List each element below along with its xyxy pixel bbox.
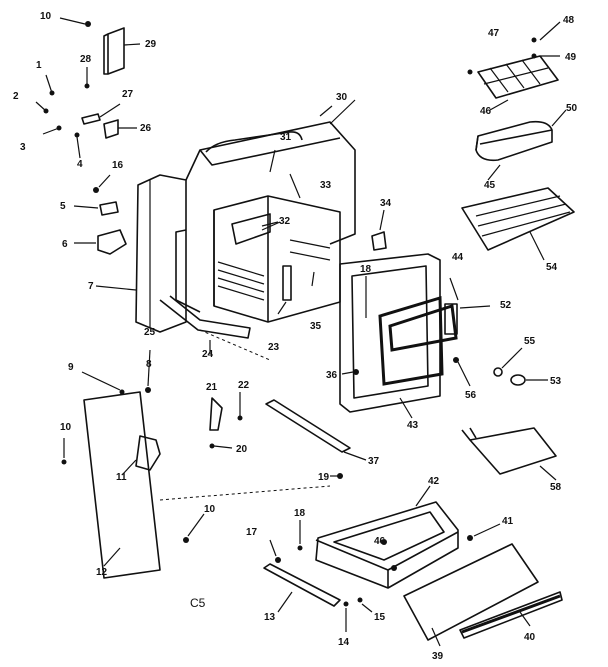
label-10-mid: 10 [204,504,216,515]
alignment-line-2 [199,329,271,361]
label-42: 42 [428,476,440,487]
label-18-lower: 18 [294,508,306,519]
label-34: 34 [380,198,392,209]
label-20: 20 [236,444,248,455]
part-34-plate [371,231,387,251]
part-number-labels: 10 29 28 1 2 27 3 26 4 16 5 6 7 30 31 33… [13,11,578,662]
label-31: 31 [280,132,292,143]
label-9: 9 [68,362,74,373]
burner-hardware [183,392,367,543]
label-16-lower: 46 [374,536,386,547]
label-49: 49 [565,52,577,63]
label-48: 48 [563,15,575,26]
small-hardware-group [35,17,141,255]
label-39: 39 [432,651,444,662]
label-40: 40 [524,632,536,643]
label-23: 23 [268,342,280,353]
label-52: 52 [500,300,512,311]
label-2: 2 [13,91,19,102]
label-32: 32 [279,216,291,227]
label-5: 5 [60,201,66,212]
label-11: 11 [116,472,127,483]
oven-accessories [461,21,575,261]
side-panel [61,349,161,579]
label-25: 25 [144,327,156,338]
label-43: 43 [407,420,419,431]
label-58: 58 [550,482,562,493]
label-47: 47 [488,28,500,39]
label-6: 6 [62,239,68,250]
figure-caption: C5 [190,596,206,610]
label-7: 7 [88,281,94,292]
label-46: 46 [480,106,492,117]
label-21: 21 [206,382,218,393]
label-55: 55 [524,336,536,347]
label-30: 30 [336,92,348,103]
label-18: 18 [360,264,372,275]
label-35: 35 [310,321,322,332]
label-10: 10 [40,11,52,22]
label-8: 8 [146,359,152,370]
alignment-line-1 [159,485,331,501]
label-3: 3 [20,142,26,153]
misc-right-parts [453,347,557,481]
label-17: 17 [246,527,258,538]
label-45: 45 [484,180,496,191]
label-33: 33 [320,180,332,191]
label-13: 13 [264,612,276,623]
label-12: 12 [96,567,108,578]
label-19: 19 [318,472,330,483]
oven-body [95,99,356,354]
label-27: 27 [122,89,134,100]
label-22: 22 [238,380,250,391]
door-frame-assembly [339,253,491,419]
label-26: 26 [140,123,152,134]
label-56: 56 [465,390,477,401]
label-28: 28 [80,54,92,65]
storage-drawer [263,485,563,647]
label-36: 36 [326,370,338,381]
label-15: 15 [374,612,386,623]
label-16: 16 [112,160,124,171]
label-50: 50 [566,103,578,114]
label-29: 29 [145,39,157,50]
label-24: 24 [202,349,214,360]
label-1: 1 [36,60,42,71]
label-41: 41 [502,516,514,527]
label-53: 53 [550,376,562,387]
label-54: 54 [546,262,558,273]
label-4: 4 [77,159,83,170]
label-10-left: 10 [60,422,72,433]
label-44: 44 [452,252,464,263]
label-14: 14 [338,637,350,648]
label-37: 37 [368,456,380,467]
